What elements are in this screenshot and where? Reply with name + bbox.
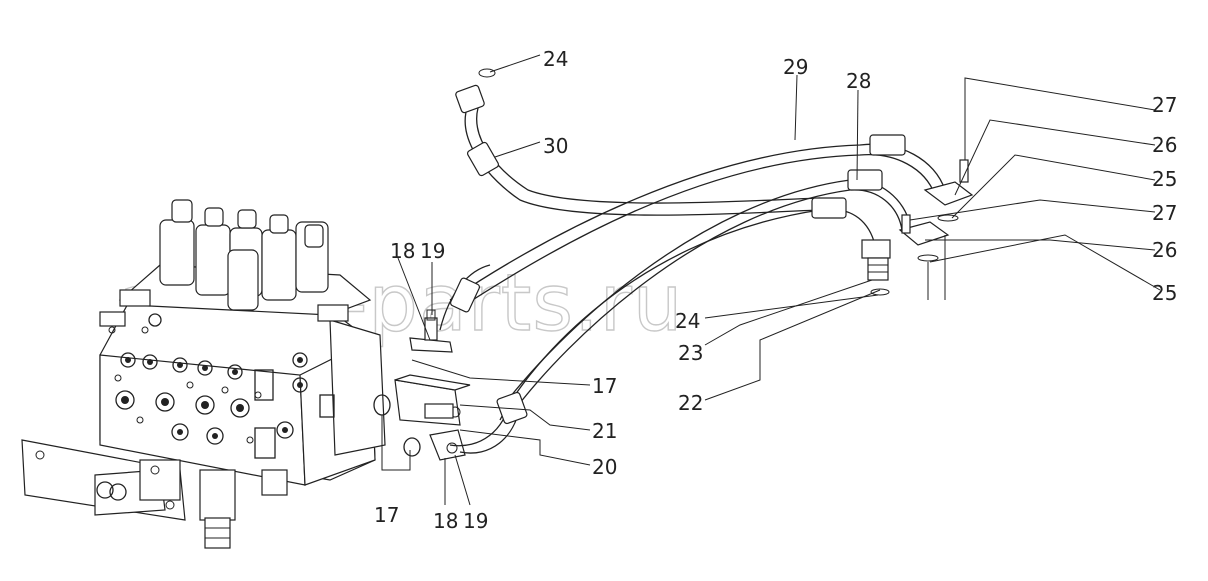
callout-19-bottom: 19 bbox=[463, 509, 488, 533]
callout-22: 22 bbox=[678, 391, 703, 415]
control-valve-assembly bbox=[21, 199, 386, 549]
callout-25-upper: 25 bbox=[1152, 167, 1177, 191]
callout-27-upper: 27 bbox=[1152, 93, 1177, 117]
callout-30: 30 bbox=[543, 134, 568, 158]
callout-18-bottom: 18 bbox=[433, 509, 458, 533]
callout-24-top: 24 bbox=[543, 47, 568, 71]
callout-20: 20 bbox=[592, 455, 617, 479]
elbow-fitting-lower bbox=[429, 429, 466, 461]
callout-24-lower: 24 bbox=[675, 309, 700, 333]
callout-18-upper: 18 bbox=[390, 239, 415, 263]
elbow-fitting-upper bbox=[409, 309, 453, 353]
flange-fittings bbox=[861, 159, 974, 296]
callout-17-right: 17 bbox=[592, 374, 617, 398]
callout-23: 23 bbox=[678, 341, 703, 365]
callout-21: 21 bbox=[592, 419, 617, 443]
callout-labels: 24 30 29 28 27 26 25 27 26 25 18 19 24 2… bbox=[374, 47, 1177, 533]
hose-lines bbox=[439, 84, 946, 454]
callout-29: 29 bbox=[783, 55, 808, 79]
callout-26-lower: 26 bbox=[1152, 238, 1177, 262]
callout-27-lower: 27 bbox=[1152, 201, 1177, 225]
callout-19-upper: 19 bbox=[420, 239, 445, 263]
port-holes bbox=[108, 326, 308, 445]
callout-25-lower: 25 bbox=[1152, 281, 1177, 305]
leader-lines bbox=[381, 54, 1161, 506]
callout-26-upper: 26 bbox=[1152, 133, 1177, 157]
solenoid-cartridges bbox=[159, 199, 329, 311]
callout-28: 28 bbox=[846, 69, 871, 93]
bottom-solenoid bbox=[94, 459, 288, 549]
callout-17-bottom: 17 bbox=[374, 503, 399, 527]
adapter-block bbox=[373, 374, 471, 457]
